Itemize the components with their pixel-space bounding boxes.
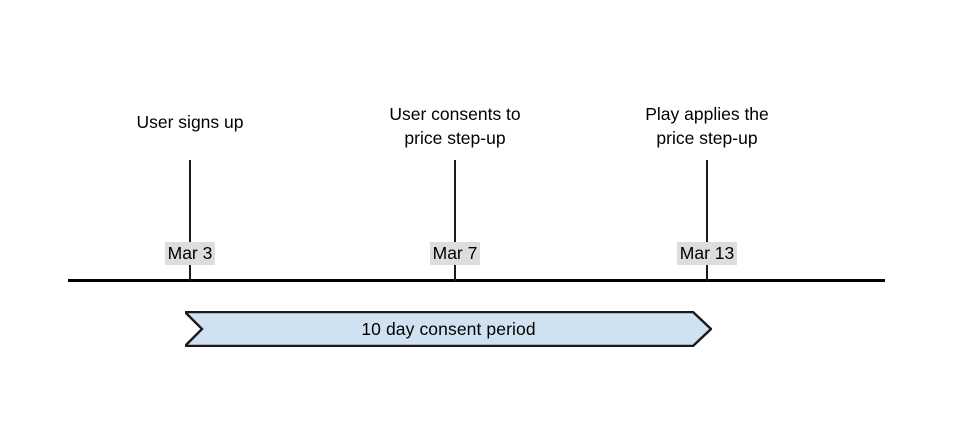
event-date-text: Mar 13 (676, 242, 738, 265)
chevron-banner-icon (185, 311, 712, 347)
event-tick-line (189, 160, 191, 281)
event-date-badge: Mar 13 (617, 242, 797, 265)
event-tick-line (454, 160, 456, 281)
event-tick-line (706, 160, 708, 281)
event-date-text: Mar 7 (429, 242, 481, 265)
event-date-text: Mar 3 (164, 242, 216, 265)
event-date-badge: Mar 7 (365, 242, 545, 265)
event-label: User signs up (136, 112, 244, 132)
consent-period-banner[interactable]: 10 day consent period (185, 311, 712, 347)
event-date-badge: Mar 3 (100, 242, 280, 265)
timeline-axis-line (68, 279, 885, 282)
consent-period-label: 10 day consent period (361, 318, 536, 339)
event-label: User consents to price step-up (389, 104, 521, 148)
event-label: Play applies the price step-up (645, 104, 769, 148)
